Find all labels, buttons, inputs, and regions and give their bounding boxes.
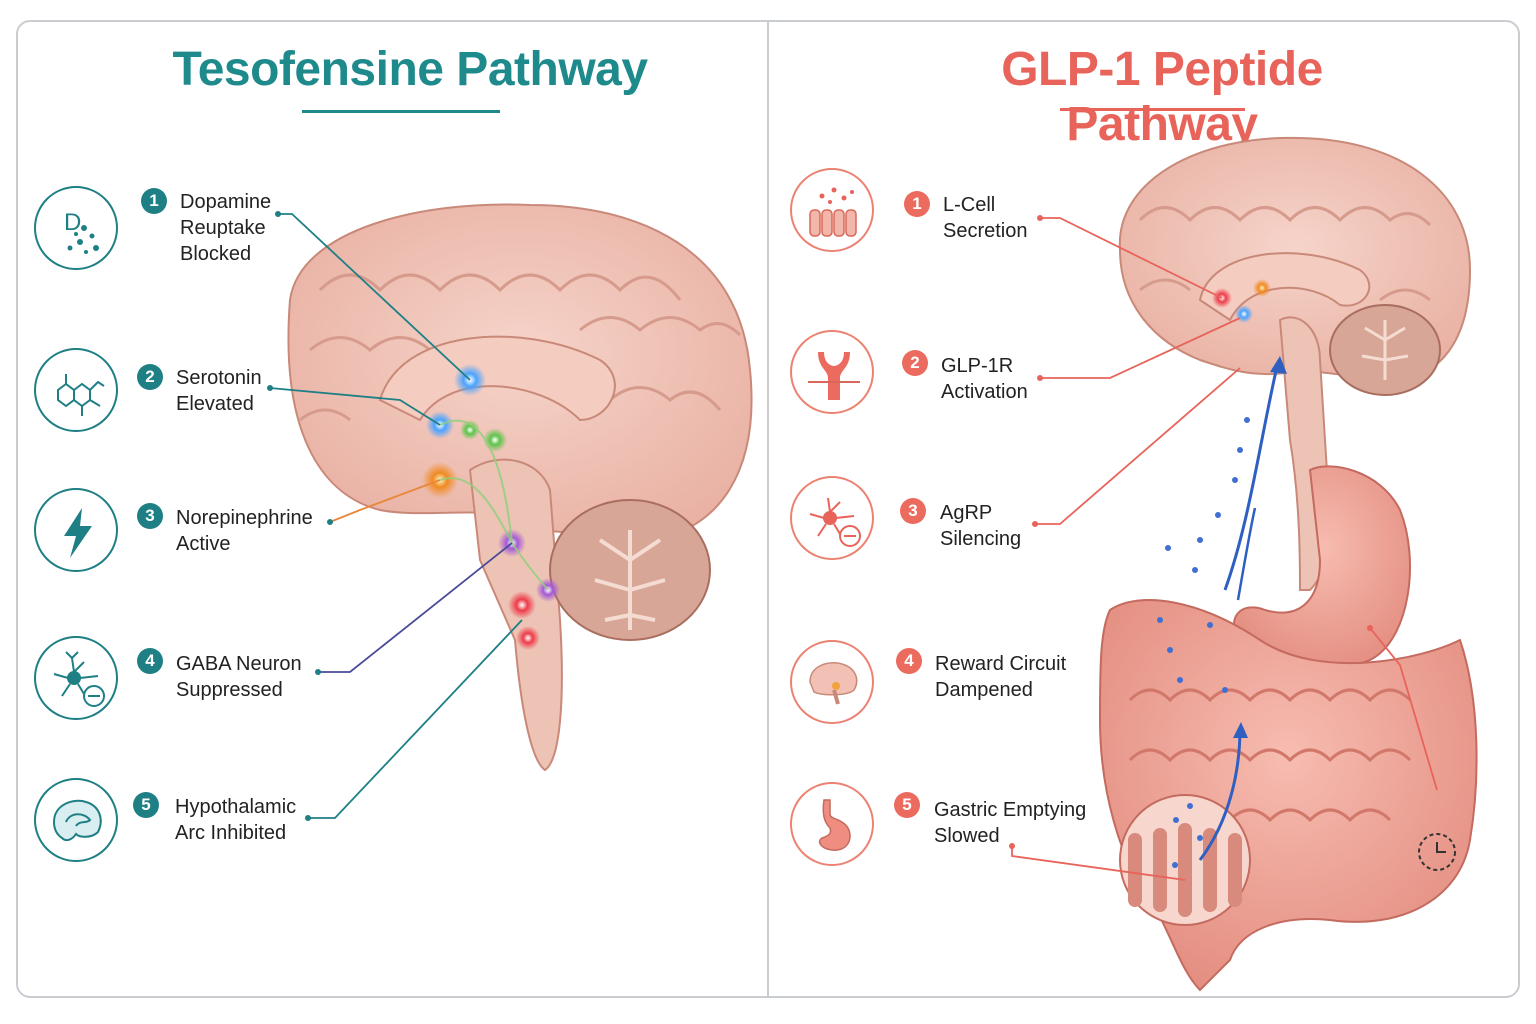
- stomach-icon: [790, 782, 874, 866]
- serotonin-molecule-icon: [34, 348, 118, 432]
- right-brain-gut-illustration: [1098, 136, 1478, 992]
- step-badge-1: 1: [141, 188, 167, 214]
- brain-reward-icon: [790, 640, 874, 724]
- glp-step-badge-4: 4: [896, 648, 922, 674]
- right-panel-title: GLP-1 Peptide Pathway: [1001, 43, 1323, 151]
- step-label-norepinephrine: Norepinephrine Active: [176, 507, 313, 555]
- glp-step-label-reward: Reward Circuit Dampened: [935, 653, 1067, 701]
- step-badge-3: 3: [137, 503, 163, 529]
- left-connector-dots: [267, 211, 333, 821]
- right-connector-lines: [1011, 217, 1438, 881]
- step-label-gaba: GABA Neuron Suppressed: [176, 653, 302, 701]
- left-panel-title: Tesofensine Pathway: [172, 43, 648, 96]
- glp-step-label-agrp: AgRP Silencing: [940, 502, 1022, 550]
- dopamine-molecules-icon: D: [34, 186, 118, 270]
- glp-step-label-gastric: Gastric Emptying Slowed: [934, 799, 1087, 847]
- step-badge-4: 4: [137, 648, 163, 674]
- step-label-hypothalamic: Hypothalamic Arc Inhibited: [175, 796, 297, 844]
- left-title-underline: [302, 110, 500, 113]
- right-title-underline: [1060, 108, 1245, 111]
- lightning-bolt-icon: [34, 488, 118, 572]
- step-badge-2: 2: [137, 364, 163, 390]
- glp-step-label-receptor: GLP-1R Activation: [941, 355, 1028, 403]
- step-label-serotonin: Serotonin Elevated: [176, 367, 262, 415]
- step-badge-5: 5: [133, 792, 159, 818]
- dopamine-icon-letter: D: [64, 209, 81, 236]
- panel-divider: [767, 22, 769, 996]
- l-cell-secretion-icon: [790, 168, 874, 252]
- left-brain-illustration: [287, 203, 753, 772]
- glp-step-badge-3: 3: [900, 498, 926, 524]
- right-connector-dots: [1009, 215, 1373, 849]
- glp-step-badge-1: 1: [904, 191, 930, 217]
- neuron-minus-icon: [34, 636, 118, 720]
- brain-hypothalamus-icon: [34, 778, 118, 862]
- receptor-icon: [790, 330, 874, 414]
- step-label-dopamine: Dopamine Reuptake Blocked: [180, 191, 272, 265]
- neuron-minus-icon-right: [790, 476, 874, 560]
- glp-step-badge-2: 2: [902, 350, 928, 376]
- glp-step-label-lcell: L-Cell Secretion: [943, 194, 1028, 242]
- left-connector-lines: [269, 213, 523, 819]
- glp-step-badge-5: 5: [894, 792, 920, 818]
